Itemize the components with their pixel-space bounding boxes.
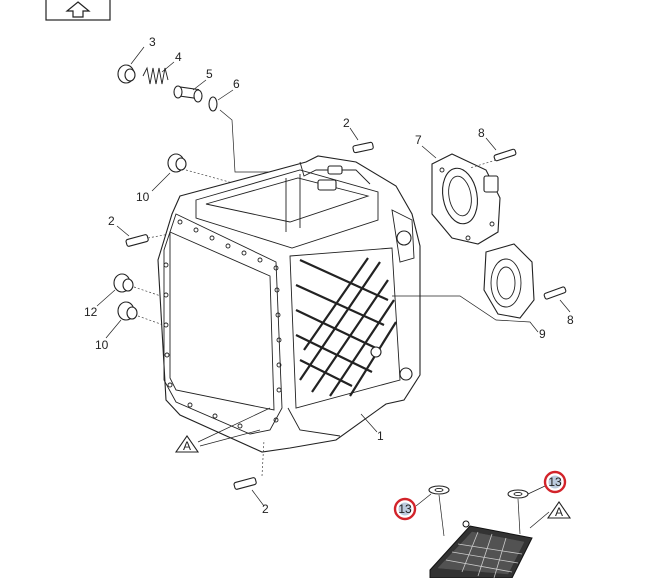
reference-a-marker-right [546, 501, 572, 519]
callout-10-top: 10 [136, 190, 150, 204]
part-3-plug [117, 64, 136, 84]
part-1-housing [157, 155, 421, 453]
callout-8-top: 8 [478, 126, 485, 140]
reference-a-marker-left [174, 435, 200, 453]
callout-7: 7 [415, 133, 422, 147]
callout-a-right: A [555, 505, 563, 519]
callout-4: 4 [175, 50, 182, 64]
part-2-pin-bottom [233, 477, 257, 490]
part-10-plug-top [167, 153, 187, 173]
part-4-spring [142, 66, 169, 85]
part-10-plug-bottom [117, 301, 138, 321]
callout-3: 3 [149, 35, 156, 49]
part-8-bolt-top [493, 148, 517, 162]
flange-bolt-holes [163, 219, 282, 429]
callout-2-top: 2 [343, 116, 350, 130]
part-6-o-ring [208, 96, 218, 112]
callout-6: 6 [233, 77, 240, 91]
part-5-piston [173, 85, 203, 103]
part-2-pin-top [352, 141, 374, 154]
callout-13-left[interactable]: 13 [393, 497, 417, 521]
up-arrow-icon [65, 1, 91, 18]
nav-up-button[interactable] [45, 0, 111, 21]
part-9-gasket-cover [483, 243, 535, 319]
callout-13-right[interactable]: 13 [543, 470, 567, 494]
callout-2-left: 2 [108, 214, 115, 228]
part-7-cover [431, 153, 501, 245]
part-13-washer-right [507, 489, 529, 499]
callout-12: 12 [84, 305, 98, 319]
part-8-bolt-right [543, 286, 567, 300]
callout-label: 13 [548, 475, 562, 489]
callout-8-right: 8 [567, 313, 574, 327]
callout-9: 9 [539, 327, 546, 341]
part-12-plug [113, 273, 134, 293]
callout-2-bottom: 2 [262, 502, 269, 516]
callout-5: 5 [206, 67, 213, 81]
housing-ribs [289, 247, 401, 409]
callout-a-left: A [183, 439, 191, 453]
part-13-filter-pan [429, 520, 533, 578]
callout-1: 1 [377, 429, 384, 443]
part-13-washer-left [428, 485, 450, 495]
callout-label: 13 [398, 502, 412, 516]
part-2-pin-left [125, 234, 149, 247]
callout-10-bottom: 10 [95, 338, 109, 352]
